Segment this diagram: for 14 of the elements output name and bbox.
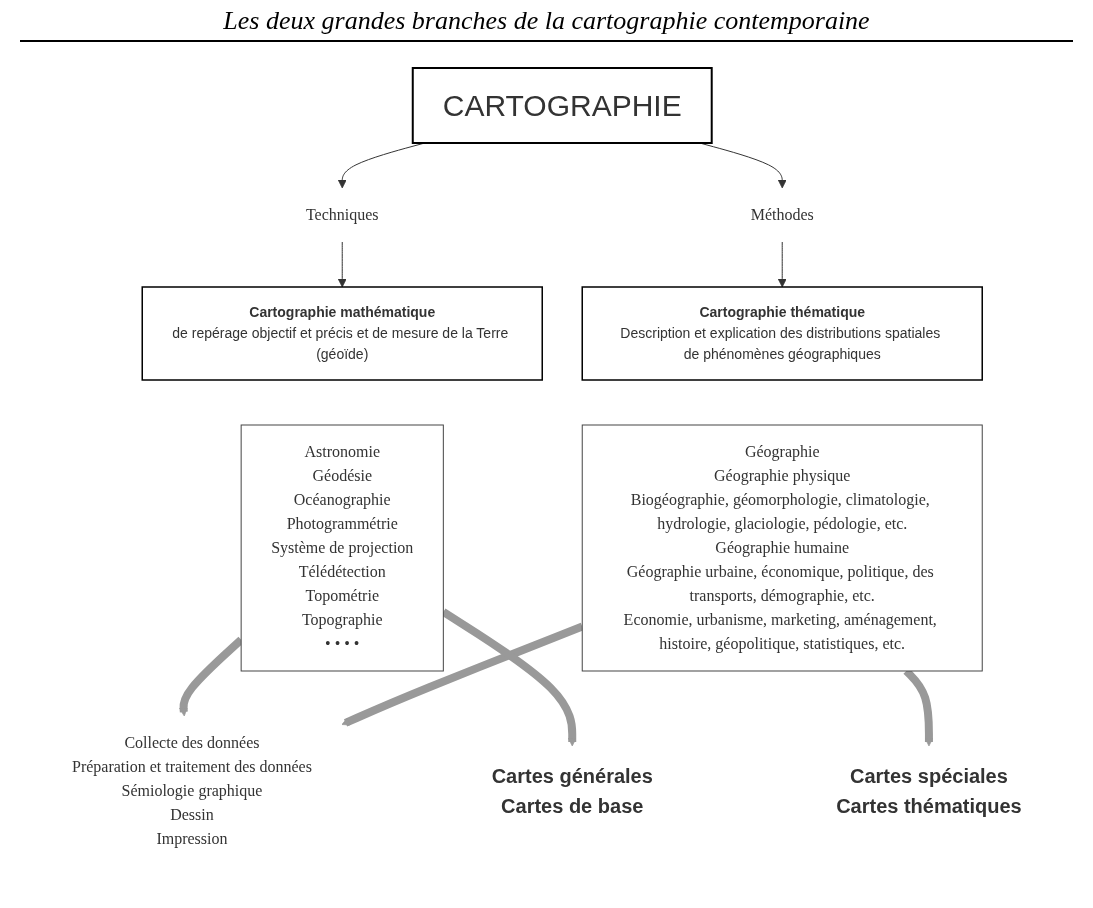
arrow — [777, 241, 787, 288]
node-text: Cartes générales Cartes de base — [491, 765, 653, 817]
node-box: Géographie Géographie physique Biogéographie, géomorphologie, climatologie, hydrologie, glaciologie, pédologie, etc. Géographie humaine Géographie urbaine, économique, politique, des transports, démographie, etc. Economie, urbanisme, marketing, aménagement, histoire, géopolitique, statistiques, etc. — [581, 424, 983, 672]
node-text: Techniques — [305, 206, 379, 223]
node-box: Cartographie thématique Description et explication des distributions spatiales de phénomènes géographiques — [581, 286, 983, 381]
node-text: Collecte des données Préparation et traitement des données Sémiologie graphique Dessin Impression — [71, 734, 312, 847]
diagram-title: Les deux grandes branches de la cartographie contemporaine — [20, 0, 1073, 42]
arrow — [337, 241, 347, 288]
node-text: Méthodes — [750, 206, 814, 223]
arrow — [341, 622, 584, 727]
node-text: Cartes spéciales Cartes thématiques — [835, 765, 1022, 817]
node-box: Cartographie mathématique de repérage objectif et précis et de mesure de la Terre (géoïde) — [141, 286, 543, 381]
node-box: CARTOGRAPHIE — [411, 67, 713, 144]
node-box: Astronomie Géodésie Océanographie Photogrammétrie Système de projection Télédétection Topométrie Topographie • • • • — [240, 424, 444, 672]
